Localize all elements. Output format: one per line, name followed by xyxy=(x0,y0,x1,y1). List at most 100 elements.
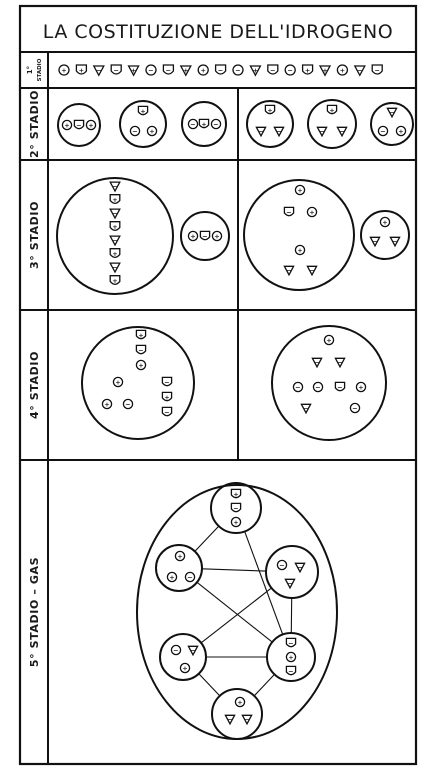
negative-particle-icon: − xyxy=(187,645,199,657)
positive-particle-icon: + xyxy=(179,662,191,674)
positive-particle-icon: + xyxy=(336,64,349,76)
molecule-circle xyxy=(265,545,319,599)
positive-particle-icon: + xyxy=(230,488,242,499)
svg-text:+: + xyxy=(131,66,136,74)
svg-text:+: + xyxy=(140,107,145,115)
svg-text:+: + xyxy=(88,121,93,129)
svg-text:−: − xyxy=(235,66,240,74)
svg-text:+: + xyxy=(200,66,205,74)
svg-text:−: − xyxy=(279,561,284,569)
svg-text:−: − xyxy=(132,127,137,135)
positive-particle-icon: + xyxy=(323,334,335,346)
svg-text:−: − xyxy=(315,383,320,391)
negative-particle-icon: − xyxy=(109,181,121,193)
positive-particle-icon: + xyxy=(135,359,147,371)
stage-3-groups: −+−+−+−++−++−++−−+−− xyxy=(56,177,410,295)
svg-text:+: + xyxy=(169,573,174,581)
negative-particle-icon: − xyxy=(300,403,312,415)
svg-text:+: + xyxy=(112,277,117,285)
svg-text:−: − xyxy=(270,66,275,74)
svg-text:−: − xyxy=(76,121,81,129)
positive-particle-icon: + xyxy=(166,571,178,583)
svg-text:−: − xyxy=(218,66,223,74)
connection-line xyxy=(201,568,267,572)
svg-text:−: − xyxy=(303,404,308,412)
svg-text:+: + xyxy=(329,106,334,114)
svg-text:+: + xyxy=(79,66,84,74)
svg-text:+: + xyxy=(358,383,363,391)
negative-particle-icon: − xyxy=(267,64,279,75)
svg-text:−: − xyxy=(287,66,292,74)
svg-text:+: + xyxy=(190,232,195,240)
svg-text:−: − xyxy=(374,66,379,74)
negative-particle-icon: − xyxy=(284,578,296,590)
svg-text:−: − xyxy=(309,266,314,274)
svg-text:−: − xyxy=(148,66,153,74)
negative-particle-icon: − xyxy=(284,64,296,76)
svg-text:−: − xyxy=(286,208,291,216)
particle-group-circle xyxy=(180,211,230,261)
negative-particle-icon: − xyxy=(170,644,182,656)
negative-particle-icon: − xyxy=(73,119,85,130)
negative-particle-icon: − xyxy=(283,206,295,217)
positive-particle-icon: + xyxy=(109,194,121,204)
negative-particle-icon: − xyxy=(162,64,175,75)
negative-particle-icon: − xyxy=(241,714,253,726)
positive-particle-icon: + xyxy=(197,64,209,76)
molecule-circle xyxy=(155,544,203,592)
negative-particle-icon: − xyxy=(371,64,383,75)
stage-4-label: 4° STADIO xyxy=(28,351,41,419)
svg-text:−: − xyxy=(337,358,342,366)
negative-particle-icon: − xyxy=(214,64,227,75)
negative-particle-icon: − xyxy=(349,402,361,414)
molecule-circle xyxy=(159,633,207,681)
svg-text:+: + xyxy=(64,121,69,129)
svg-text:−: − xyxy=(213,120,218,128)
negative-particle-icon: − xyxy=(292,381,304,393)
svg-text:+: + xyxy=(382,218,387,226)
positive-particle-icon: + xyxy=(249,65,262,77)
svg-text:−: − xyxy=(392,237,397,245)
positive-particle-icon: + xyxy=(135,329,147,340)
svg-text:−: − xyxy=(112,236,117,244)
positive-particle-icon: + xyxy=(109,275,121,285)
negative-particle-icon: − xyxy=(276,559,288,571)
svg-text:+: + xyxy=(214,232,219,240)
positive-particle-icon: + xyxy=(355,381,367,393)
svg-text:−: − xyxy=(258,127,263,135)
positive-particle-icon: + xyxy=(234,696,246,708)
stage-4-groups: +−+++−−+−+−−−−−+−− xyxy=(81,325,387,441)
svg-text:+: + xyxy=(305,66,310,74)
svg-text:−: − xyxy=(288,667,293,675)
negative-particle-icon: − xyxy=(334,381,346,392)
negative-particle-icon: − xyxy=(311,357,323,369)
svg-text:−: − xyxy=(339,127,344,135)
svg-text:+: + xyxy=(398,127,403,135)
svg-text:−: − xyxy=(233,504,238,512)
negative-particle-icon: − xyxy=(109,208,121,220)
svg-text:−: − xyxy=(187,573,192,581)
svg-text:−: − xyxy=(276,127,281,135)
positive-particle-icon: + xyxy=(318,65,332,77)
stage-1-word: STADIO xyxy=(37,58,43,81)
positive-particle-icon: + xyxy=(112,376,124,388)
stage-1-number: 1° xyxy=(26,66,34,74)
connection-line xyxy=(200,587,272,644)
positive-particle-icon: + xyxy=(109,221,121,231)
negative-particle-icon: − xyxy=(334,357,346,369)
svg-text:+: + xyxy=(237,698,242,706)
negative-particle-icon: − xyxy=(145,64,157,76)
negative-particle-icon: − xyxy=(110,64,122,75)
molecule-circle xyxy=(211,688,263,740)
svg-text:+: + xyxy=(164,393,169,401)
svg-text:−: − xyxy=(112,182,117,190)
particle-group-circle xyxy=(119,100,167,148)
positive-particle-icon: + xyxy=(395,125,407,137)
positive-particle-icon: + xyxy=(58,64,70,76)
particle-group-circle xyxy=(370,102,414,146)
particle-group-circle xyxy=(56,177,174,295)
svg-text:+: + xyxy=(112,223,117,231)
svg-text:−: − xyxy=(190,120,195,128)
particle-group-circle xyxy=(246,100,294,148)
negative-particle-icon: − xyxy=(285,665,297,676)
